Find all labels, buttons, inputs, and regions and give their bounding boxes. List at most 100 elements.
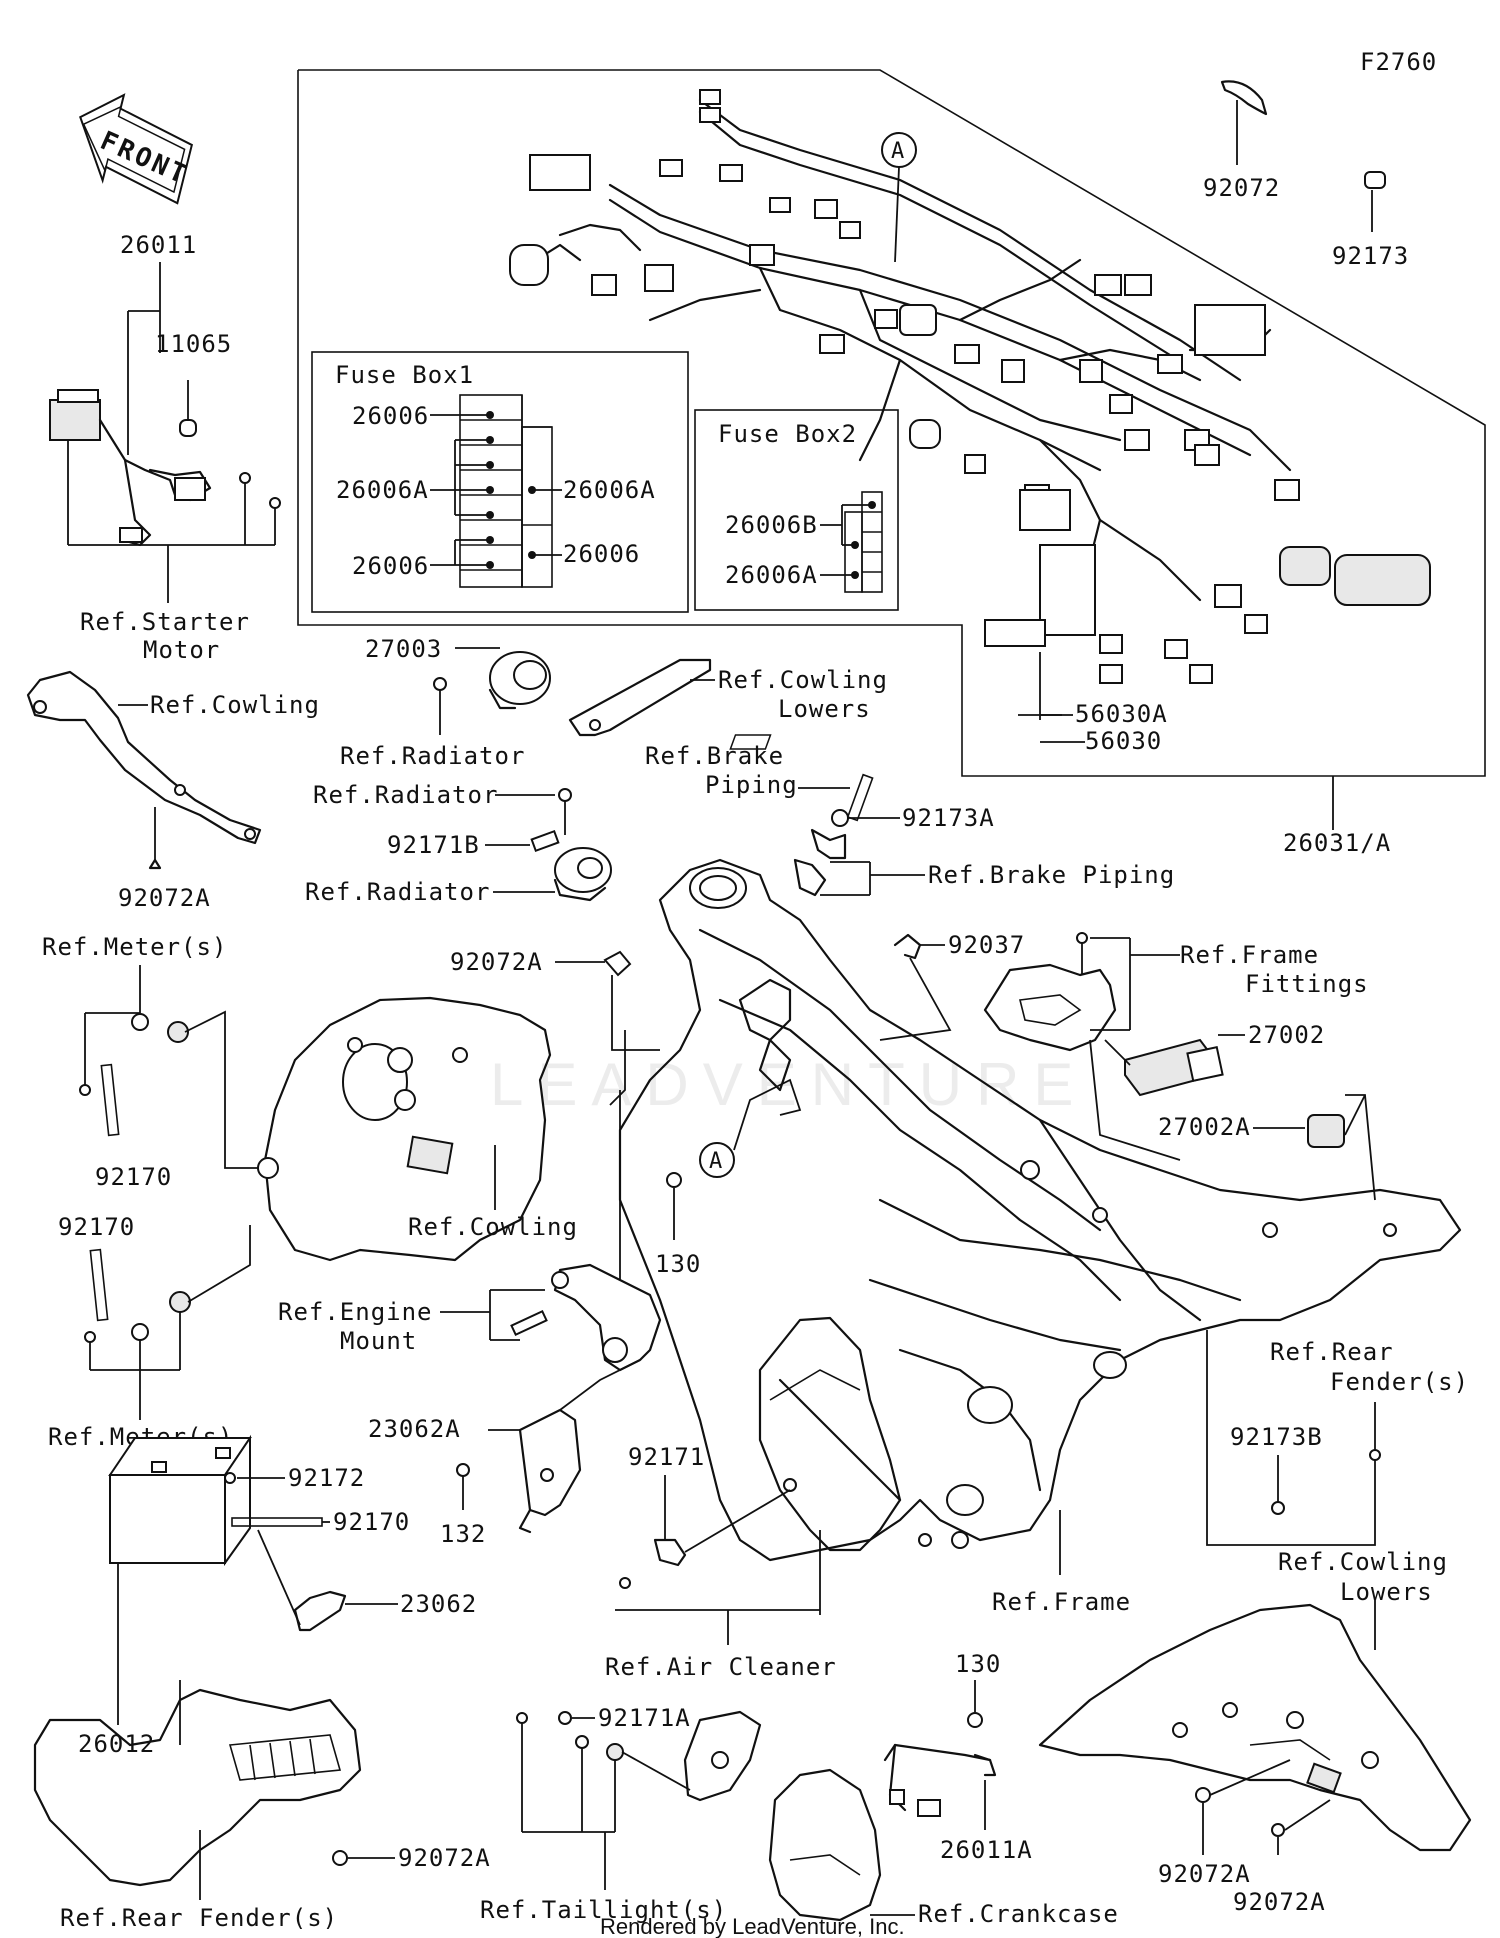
cowling-bracket-left (26, 670, 262, 870)
brake-piping-parts (793, 773, 925, 897)
label-ref-air-cleaner: Ref.Air Cleaner (605, 1653, 837, 1681)
label-ref-cowling-lowers-br-2: Lowers (1340, 1578, 1433, 1606)
label-130-mid: 130 (655, 1250, 701, 1278)
label-92173-top: 92173 (1332, 242, 1409, 270)
radiator-parts (485, 788, 612, 902)
label-ref-cowling-lowers-2: Lowers (778, 695, 871, 723)
label-92171: 92171 (628, 1443, 705, 1471)
frame-fittings-bracket (983, 932, 1181, 1161)
horn-icon (433, 647, 551, 735)
label-fb1-26006a-right: 26006A (563, 476, 656, 504)
fuse-box-2-panel: Fuse Box2 (694, 409, 899, 611)
label-ref-brake-piping-1: Ref.Brake (645, 742, 784, 770)
rear-fender-tray (33, 1680, 395, 1900)
label-ref-radiator-1: Ref.Radiator (340, 742, 525, 770)
rear-fender-right-fasteners (1206, 1330, 1381, 1546)
relay-27002a-icon (1253, 1094, 1376, 1201)
label-92072a-mid: 92072A (450, 948, 543, 976)
label-23062a: 23062A (368, 1415, 461, 1443)
ecu-27002-icon (1104, 1034, 1245, 1097)
inner-cowling-panel (257, 996, 552, 1262)
bracket-23062a (456, 1359, 641, 1534)
svg-text:A: A (891, 139, 904, 164)
fuse-box-1-panel: Fuse Box1 (311, 351, 689, 613)
label-ref-starter-motor-1: Ref.Starter (80, 608, 250, 636)
label-92072a-bottom: 92072A (398, 1844, 491, 1872)
label-fb1-26006-top: 26006 (352, 402, 429, 430)
label-ref-radiator-2: Ref.Radiator (313, 781, 498, 809)
label-ref-rear-fender-bottom: Ref.Rear Fender(s) (60, 1904, 338, 1932)
label-92072a-br-2: 92072A (1233, 1888, 1326, 1916)
label-92173a: 92173A (902, 804, 995, 832)
label-ref-brake-piping-2: Piping (705, 771, 798, 799)
bolt-130-mid (666, 1172, 682, 1240)
battery-strap-bolts (224, 1472, 398, 1632)
callout-a-frame: A (699, 1078, 802, 1178)
svg-text:A: A (709, 1149, 722, 1174)
label-ref-cowling-lowers-br-1: Ref.Cowling (1278, 1548, 1448, 1576)
label-27002: 27002 (1248, 1021, 1325, 1049)
label-92170-a: 92170 (95, 1163, 172, 1191)
fuse-box-1-title: Fuse Box1 (335, 361, 474, 389)
clamp-92072-icon (1220, 80, 1268, 165)
label-26031a: 26031/A (1283, 829, 1391, 857)
meter-mount-parts-bottom (84, 1225, 251, 1420)
cowling-lower-panel (1038, 1600, 1472, 1852)
label-fb2-26006b: 26006B (725, 511, 818, 539)
starter-relay-icon (49, 310, 281, 603)
fuse-box-2-title: Fuse Box2 (718, 420, 857, 448)
label-ref-frame-fittings-2: Fittings (1245, 970, 1369, 998)
label-26011: 26011 (120, 231, 197, 259)
label-fb1-26006a-left: 26006A (336, 476, 429, 504)
footer-credit: Rendered by LeadVenture, Inc. (600, 1914, 905, 1938)
label-plate-parts (729, 652, 1085, 750)
label-ref-engine-mount-2: Mount (340, 1327, 417, 1355)
label-92172: 92172 (288, 1464, 365, 1492)
label-fb1-26006-right: 26006 (563, 540, 640, 568)
label-ref-frame: Ref.Frame (992, 1588, 1131, 1616)
label-ref-starter-motor-2: Motor (143, 636, 220, 664)
callout-a-harness: A (881, 132, 917, 263)
label-ref-rear-fender-right-1: Ref.Rear (1270, 1338, 1394, 1366)
harness-enclosure-frame (297, 69, 1486, 777)
label-92171b: 92171B (387, 831, 480, 859)
label-92170-c: 92170 (333, 1508, 410, 1536)
meter-mount-parts-top (79, 965, 270, 1169)
label-92037: 92037 (948, 931, 1025, 959)
label-ref-radiator-3: Ref.Radiator (305, 878, 490, 906)
label-56030a: 56030A (1075, 700, 1168, 728)
label-92173b: 92173B (1230, 1423, 1323, 1451)
label-ref-cowling-top: Ref.Cowling (150, 691, 320, 719)
label-ref-cowling-lowers-1: Ref.Cowling (718, 666, 888, 694)
label-ref-crankcase: Ref.Crankcase (918, 1900, 1119, 1928)
clamp-92037 (879, 933, 952, 1041)
engine-mount-bracket (440, 1030, 662, 1372)
label-ref-meter-top: Ref.Meter(s) (42, 933, 227, 961)
clamp-92171 (619, 1475, 791, 1589)
label-92072-top: 92072 (1203, 174, 1280, 202)
bolts-92072a-bottom-right (1195, 1759, 1331, 1855)
battery-icon (108, 1434, 252, 1725)
label-27002a: 27002A (1158, 1113, 1251, 1141)
cowling-lowers-bracket (568, 658, 715, 737)
label-92072a-left: 92072A (118, 884, 211, 912)
label-23062: 23062 (400, 1590, 477, 1618)
label-92072a-br-1: 92072A (1158, 1860, 1251, 1888)
label-ref-engine-mount-1: Ref.Engine (278, 1298, 433, 1326)
label-92171a: 92171A (598, 1704, 691, 1732)
grommet-92072a-mid (555, 950, 660, 1051)
taillight-mount-parts (516, 1710, 762, 1890)
grommet-92173-icon (1364, 171, 1386, 232)
motorcycle-frame (618, 858, 1462, 1562)
label-26011a: 26011A (940, 1836, 1033, 1864)
label-ref-taillight: Ref.Taillight(s) (480, 1896, 727, 1924)
figure-code: F2760 (1360, 48, 1437, 76)
label-56030: 56030 (1085, 727, 1162, 755)
label-27003: 27003 (365, 635, 442, 663)
label-11065: 11065 (155, 330, 232, 358)
air-cleaner-box (615, 1316, 902, 1645)
main-harness-wires (518, 98, 1292, 602)
label-fb2-26006a: 26006A (725, 561, 818, 589)
label-ref-cowling-mid: Ref.Cowling (408, 1213, 578, 1241)
